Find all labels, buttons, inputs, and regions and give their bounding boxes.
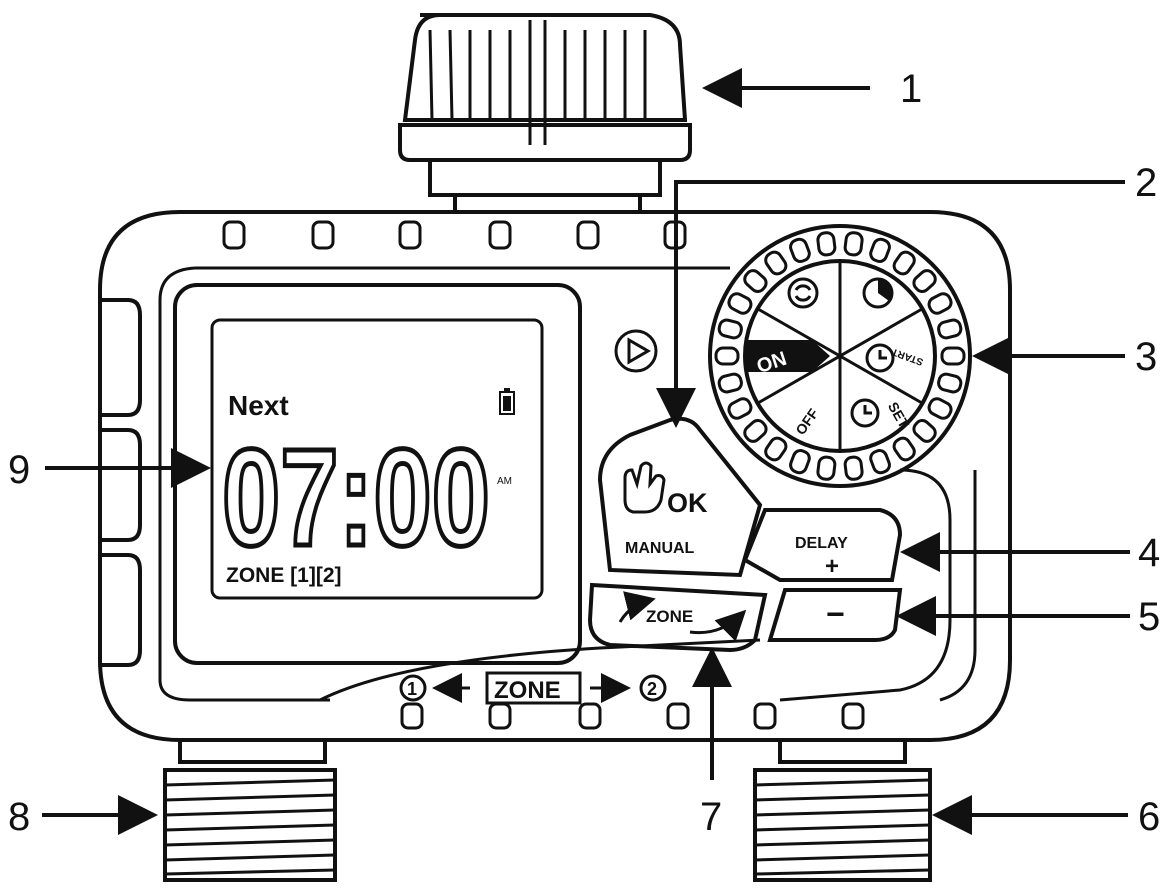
manual-ok-button[interactable]: OK MANUAL [597, 416, 763, 578]
play-icon [614, 329, 658, 373]
zone-indicator: 1 ZONE 2 [399, 671, 667, 705]
callout-5: 5 [1138, 595, 1160, 639]
zone-button-label: ZONE [646, 607, 693, 626]
dial-notch [717, 372, 743, 394]
dial-notch [714, 346, 740, 366]
timer-half-icon [862, 277, 894, 309]
dial-notch [743, 269, 768, 293]
dial-notch [789, 237, 811, 263]
dial-notch [764, 250, 788, 276]
zone-indicator-2: 2 [647, 679, 657, 699]
dial-notch [764, 436, 788, 462]
dial-off-label: OFF [792, 405, 821, 437]
lcd-zone-label: ZONE [1][2] [226, 564, 342, 587]
dial-notch [940, 346, 966, 366]
outlet-right [753, 740, 932, 882]
callout-2: 2 [1135, 161, 1157, 205]
dial-notch [843, 231, 864, 257]
dial-notch [937, 372, 963, 394]
dial-notch [912, 269, 937, 293]
dial-notch [937, 318, 963, 340]
dial-notch [927, 292, 953, 315]
mode-dial[interactable]: ON OFF START SET [708, 224, 972, 488]
refresh-icon [787, 277, 819, 309]
callout-arrows [42, 68, 1130, 835]
lcd-display: Next 07:00 AM ZONE [1][2] [173, 283, 582, 665]
battery-icon [499, 388, 515, 415]
zone-indicator-1: 1 [407, 679, 417, 699]
manual-label: MANUAL [625, 540, 695, 557]
callout-4: 4 [1138, 531, 1160, 575]
vent-holes-bottom [400, 702, 865, 730]
outlet-left [163, 740, 337, 882]
callout-1: 1 [900, 67, 922, 111]
dial-notch [869, 449, 891, 475]
plus-label: + [825, 553, 839, 580]
callout-3: 3 [1135, 335, 1157, 379]
zone-switch-button[interactable]: ZONE [587, 582, 768, 653]
lcd-next-label: Next [228, 390, 289, 421]
callout-9: 9 [8, 448, 30, 492]
minus-button[interactable]: − [767, 588, 903, 642]
dial-notch [727, 292, 753, 315]
dial-notch [816, 455, 837, 481]
vent-holes-top [222, 220, 687, 250]
minus-label: − [826, 596, 845, 632]
timer-body [98, 210, 1012, 742]
ok-label: OK [667, 488, 708, 518]
callout-6: 6 [1138, 795, 1160, 839]
callout-8: 8 [8, 795, 30, 839]
dial-set-label: SET [885, 399, 913, 431]
dial-notch [727, 397, 753, 420]
set-clock-icon [850, 398, 880, 428]
dial-notch [843, 455, 864, 481]
lcd-time: 07:00 [222, 421, 490, 575]
dial-notch [717, 318, 743, 340]
dial-start-label: START [891, 346, 925, 367]
callout-7: 7 [700, 795, 722, 839]
delay-label: DELAY [795, 535, 848, 552]
delay-plus-button[interactable]: DELAY + [742, 508, 903, 582]
lcd-ampm: AM [497, 476, 512, 487]
start-clock-icon [865, 343, 895, 373]
dial-notch [816, 231, 837, 257]
hand-icon [623, 461, 666, 514]
inlet-connector [398, 13, 692, 214]
dial-notch [743, 419, 768, 443]
dial-notch [912, 419, 937, 443]
dial-notch [892, 436, 916, 462]
dial-notch [869, 237, 891, 263]
on-pointer [745, 340, 830, 372]
dial-notch [789, 449, 811, 475]
zone-indicator-label: ZONE [494, 677, 561, 704]
dial-notch [892, 250, 916, 276]
dial-notch [927, 397, 953, 420]
